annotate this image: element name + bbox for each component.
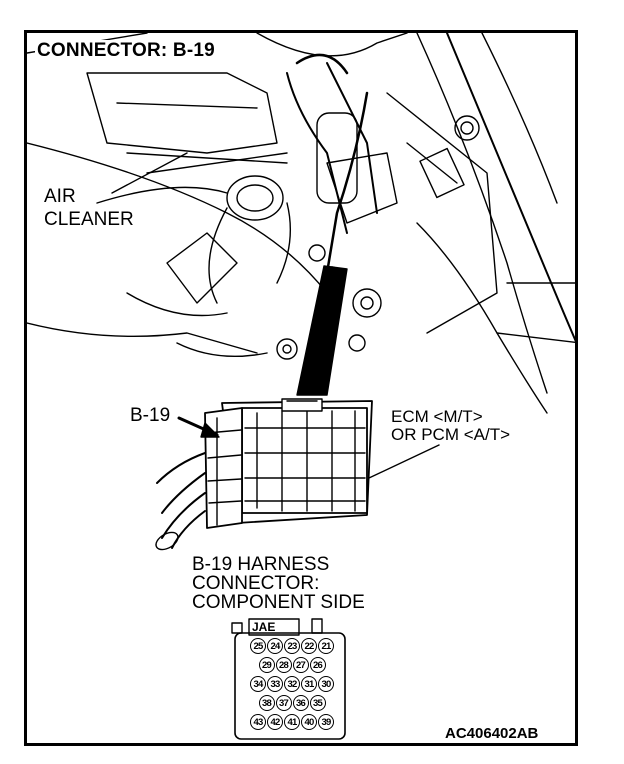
pin: 29 xyxy=(258,657,275,673)
diagram-title: CONNECTOR: B-19 xyxy=(35,40,217,61)
air-cleaner-label-line1: AIR xyxy=(44,186,76,207)
ecm-label-line1: ECM <M/T> xyxy=(391,407,483,426)
pin: 41 xyxy=(284,714,300,730)
pin: 27 xyxy=(292,657,309,673)
ecm-label-line2: OR PCM <A/T> xyxy=(391,425,511,444)
connector-pinout: 25 24 23 22 21 29 28 27 26 34 33 32 31 3… xyxy=(242,638,342,733)
pin: 39 xyxy=(318,714,334,730)
pin: 23 xyxy=(284,638,300,654)
pin: 30 xyxy=(318,676,334,692)
pin: 40 xyxy=(301,714,317,730)
pin: 22 xyxy=(301,638,317,654)
pin: 25 xyxy=(250,638,266,654)
pin: 33 xyxy=(267,676,283,692)
pin-row: 29 28 27 26 xyxy=(242,657,342,676)
connector-callout-label: B-19 xyxy=(130,405,171,426)
pin: 35 xyxy=(309,695,326,711)
pin: 42 xyxy=(267,714,283,730)
diagram-frame: CONNECTOR: B-19 AIR CLEANER B-19 ECM <M/… xyxy=(24,30,578,746)
pin: 21 xyxy=(318,638,334,654)
pin: 28 xyxy=(275,657,292,673)
harness-label-line1: B-19 HARNESS xyxy=(192,554,330,575)
pin: 34 xyxy=(250,676,266,692)
pin: 24 xyxy=(267,638,283,654)
harness-label-line2: CONNECTOR: xyxy=(192,573,320,594)
harness-label-line3: COMPONENT SIDE xyxy=(192,592,365,613)
pin-row: 34 33 32 31 30 xyxy=(242,676,342,695)
air-cleaner-label-line2: CLEANER xyxy=(44,209,134,230)
pin: 32 xyxy=(284,676,300,692)
pin-row: 25 24 23 22 21 xyxy=(242,638,342,657)
engine-bay-illustration xyxy=(27,33,575,740)
connector-brand-label: JAE xyxy=(252,620,276,634)
pin: 43 xyxy=(250,714,266,730)
pin: 26 xyxy=(309,657,326,673)
pin-row: 43 42 41 40 39 xyxy=(242,714,342,733)
pin-row: 38 37 36 35 xyxy=(242,695,342,714)
pin: 31 xyxy=(301,676,317,692)
pin: 37 xyxy=(275,695,292,711)
figure-code: AC406402AB xyxy=(445,725,539,742)
pin: 38 xyxy=(258,695,275,711)
pin: 36 xyxy=(292,695,309,711)
